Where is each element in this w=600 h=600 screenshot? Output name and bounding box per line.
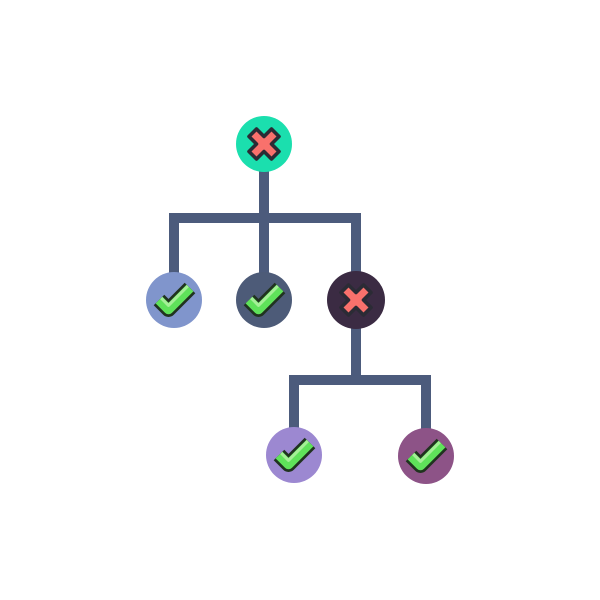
check-highlight (160, 285, 189, 307)
check-highlight (412, 441, 441, 463)
check-highlight (280, 440, 309, 462)
cross-shape (339, 283, 373, 317)
check-icon (153, 282, 196, 317)
cross-shape (247, 127, 281, 161)
check-stroke (275, 439, 314, 470)
cross-icon (339, 283, 373, 317)
check-highlight (250, 285, 279, 307)
check-stroke (245, 284, 284, 315)
check-stroke (407, 440, 446, 471)
check-stroke (155, 284, 194, 315)
check-icon (273, 437, 316, 472)
check-icon (405, 438, 448, 473)
check-icon (243, 282, 286, 317)
cross-icon (247, 127, 281, 161)
